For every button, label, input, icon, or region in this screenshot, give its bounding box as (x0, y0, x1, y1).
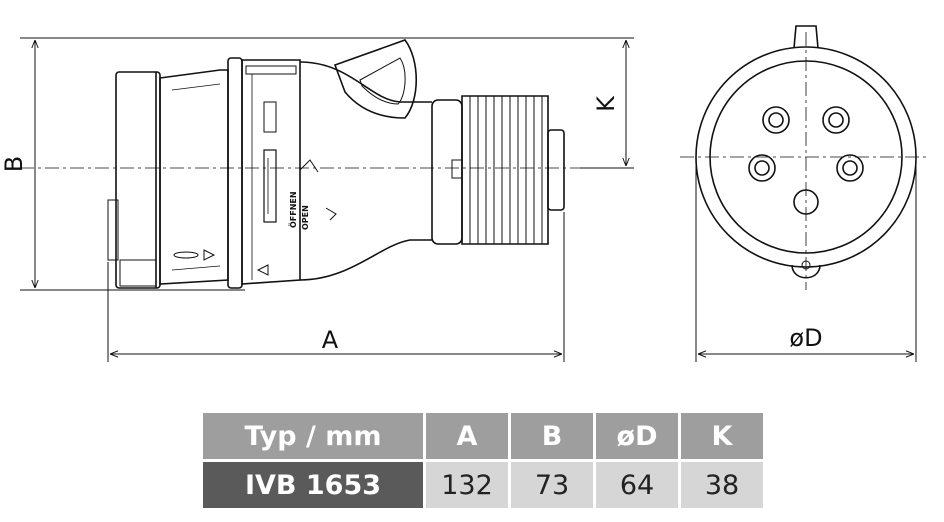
table-header-row: Typ / mm A B øD K (203, 413, 763, 459)
gland-ribs (469, 96, 543, 244)
dimension-lines (20, 37, 917, 362)
technical-drawing: ÖFFNEN OPEN (0, 25, 930, 362)
value-a: 132 (426, 462, 508, 508)
marking-line1: ÖFFNEN (288, 191, 298, 228)
dim-label-k: K (592, 95, 620, 112)
header-typ: Typ / mm (203, 413, 423, 459)
value-b: 73 (511, 462, 593, 508)
side-marking: ÖFFNEN OPEN (288, 159, 337, 230)
dimension-table: Typ / mm A B øD K IVB 1653 132 73 64 38 (200, 410, 766, 511)
model-cell: IVB 1653 (203, 462, 423, 508)
marking-line2: OPEN (301, 205, 310, 230)
header-d: øD (596, 413, 678, 459)
dimension-labels: B K A øD (0, 95, 823, 354)
value-k: 38 (681, 462, 763, 508)
value-d: 64 (596, 462, 678, 508)
table-row: IVB 1653 132 73 64 38 (203, 462, 763, 508)
dim-label-d: øD (789, 324, 822, 352)
dim-label-b: B (0, 156, 28, 172)
header-k: K (681, 413, 763, 459)
side-view (20, 39, 580, 289)
header-a: A (426, 413, 508, 459)
header-b: B (511, 413, 593, 459)
dim-label-a: A (322, 326, 339, 354)
front-view (680, 25, 930, 290)
